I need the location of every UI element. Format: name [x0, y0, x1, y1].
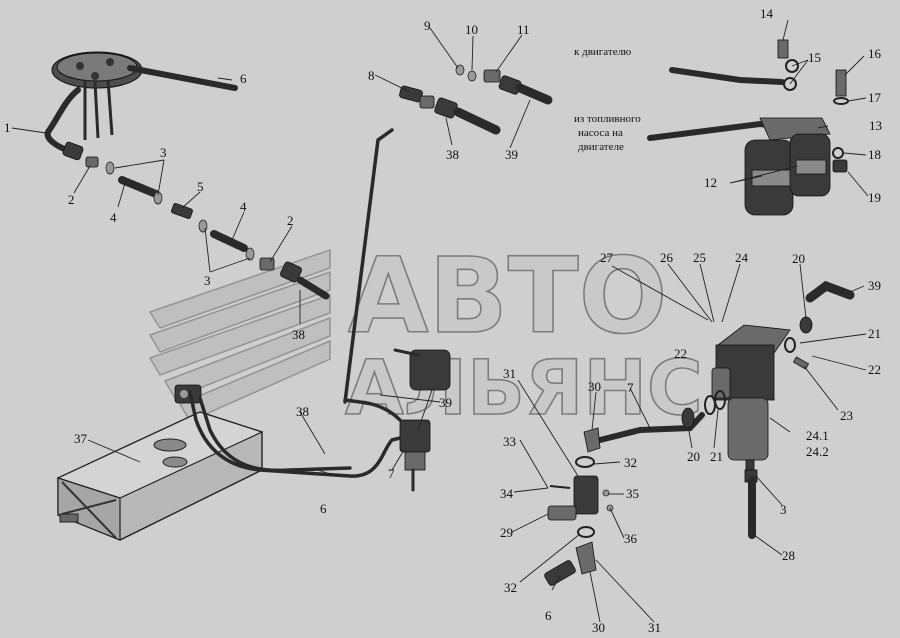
callout-7: 7: [388, 466, 395, 481]
callout-32: 32: [504, 580, 517, 595]
callout-34: 34: [500, 486, 514, 501]
callout-12: 12: [704, 175, 717, 190]
callout-9: 9: [424, 18, 431, 33]
callout-30: 30: [588, 379, 601, 394]
leader-lines: [11, 19, 869, 623]
callout-3: 3: [780, 502, 787, 517]
callout-18: 18: [868, 147, 881, 162]
callout-21: 21: [710, 449, 723, 464]
callout-22: 22: [868, 362, 881, 377]
fuel-line-39: [343, 398, 402, 422]
callout-27: 27: [600, 250, 614, 265]
fittings-top-center: [399, 64, 553, 135]
watermark-wings: [148, 248, 331, 422]
callout-25: 25: [693, 250, 706, 265]
callout-14: 14: [760, 6, 774, 21]
callout-6: 6: [320, 501, 327, 516]
label-from-pump-2: насоса на: [578, 127, 623, 139]
callout-36: 36: [624, 531, 638, 546]
callout-13: 13: [869, 118, 882, 133]
callout-6: 6: [545, 608, 552, 623]
callout-19: 19: [868, 190, 881, 205]
label-from-pump-3: двигателе: [578, 141, 624, 153]
callout-11: 11: [517, 22, 530, 37]
callout-10: 10: [465, 22, 478, 37]
callout-24-1: 24.1: [806, 428, 829, 443]
tank-sender-unit: [174, 384, 202, 404]
label-from-pump-1: из топливного: [574, 113, 641, 125]
callout-21: 21: [868, 326, 881, 341]
callout-33: 33: [503, 434, 516, 449]
callout-29: 29: [500, 525, 513, 540]
callout-5: 5: [197, 179, 204, 194]
callout-39: 39: [439, 395, 452, 410]
callout-1: 1: [4, 120, 11, 135]
callout-20: 20: [687, 449, 700, 464]
callout-2: 2: [287, 213, 294, 228]
callout-4: 4: [110, 210, 117, 225]
label-to-engine: к двигателю: [574, 46, 631, 58]
callout-32: 32: [624, 455, 637, 470]
callout-38: 38: [296, 404, 309, 419]
callout-16: 16: [868, 46, 882, 61]
callout-31: 31: [503, 366, 516, 381]
callout-3: 3: [204, 273, 211, 288]
tank-sender-flange: [51, 51, 143, 140]
callout-35: 35: [626, 486, 639, 501]
watermark-line2: АЛЬЯНС: [345, 343, 703, 432]
callout-26: 26: [660, 250, 674, 265]
watermark-logo: АВТО АЛЬЯНС: [148, 234, 704, 433]
callout-28: 28: [782, 548, 795, 563]
callout-20: 20: [792, 251, 805, 266]
fuel-hose-7: [597, 412, 705, 443]
inline-filter: [393, 348, 451, 492]
callout-24-2: 24.2: [806, 444, 829, 459]
callout-30: 30: [592, 620, 605, 635]
callout-23: 23: [840, 408, 853, 423]
watermark-line1: АВТО: [348, 235, 667, 357]
callout-15: 15: [808, 50, 821, 65]
callout-31: 31: [648, 620, 661, 635]
callout-38: 38: [446, 147, 459, 162]
engine-fuel-filter: [647, 39, 849, 216]
callout-7: 7: [627, 380, 634, 395]
hose-fittings-row: [85, 156, 330, 300]
callout-39: 39: [505, 147, 518, 162]
callout-2: 2: [68, 192, 75, 207]
callout-4: 4: [240, 199, 247, 214]
callout-37: 37: [74, 431, 88, 446]
callout-24: 24: [735, 250, 749, 265]
callout-numbers: 1 2 2 3 3 3 4 4 5 6 6 6 7 7 8 9 10 11 12…: [4, 6, 882, 635]
callout-38: 38: [292, 327, 305, 342]
callout-3: 3: [160, 145, 167, 160]
callout-39: 39: [868, 278, 881, 293]
fuel-separator-filter: [711, 280, 855, 539]
tee-fitting-assembly: [544, 427, 614, 586]
callout-22: 22: [674, 346, 687, 361]
callout-8: 8: [368, 68, 375, 83]
callout-17: 17: [868, 90, 882, 105]
callout-6: 6: [240, 71, 247, 86]
fuel-pipe-1: [44, 87, 81, 155]
